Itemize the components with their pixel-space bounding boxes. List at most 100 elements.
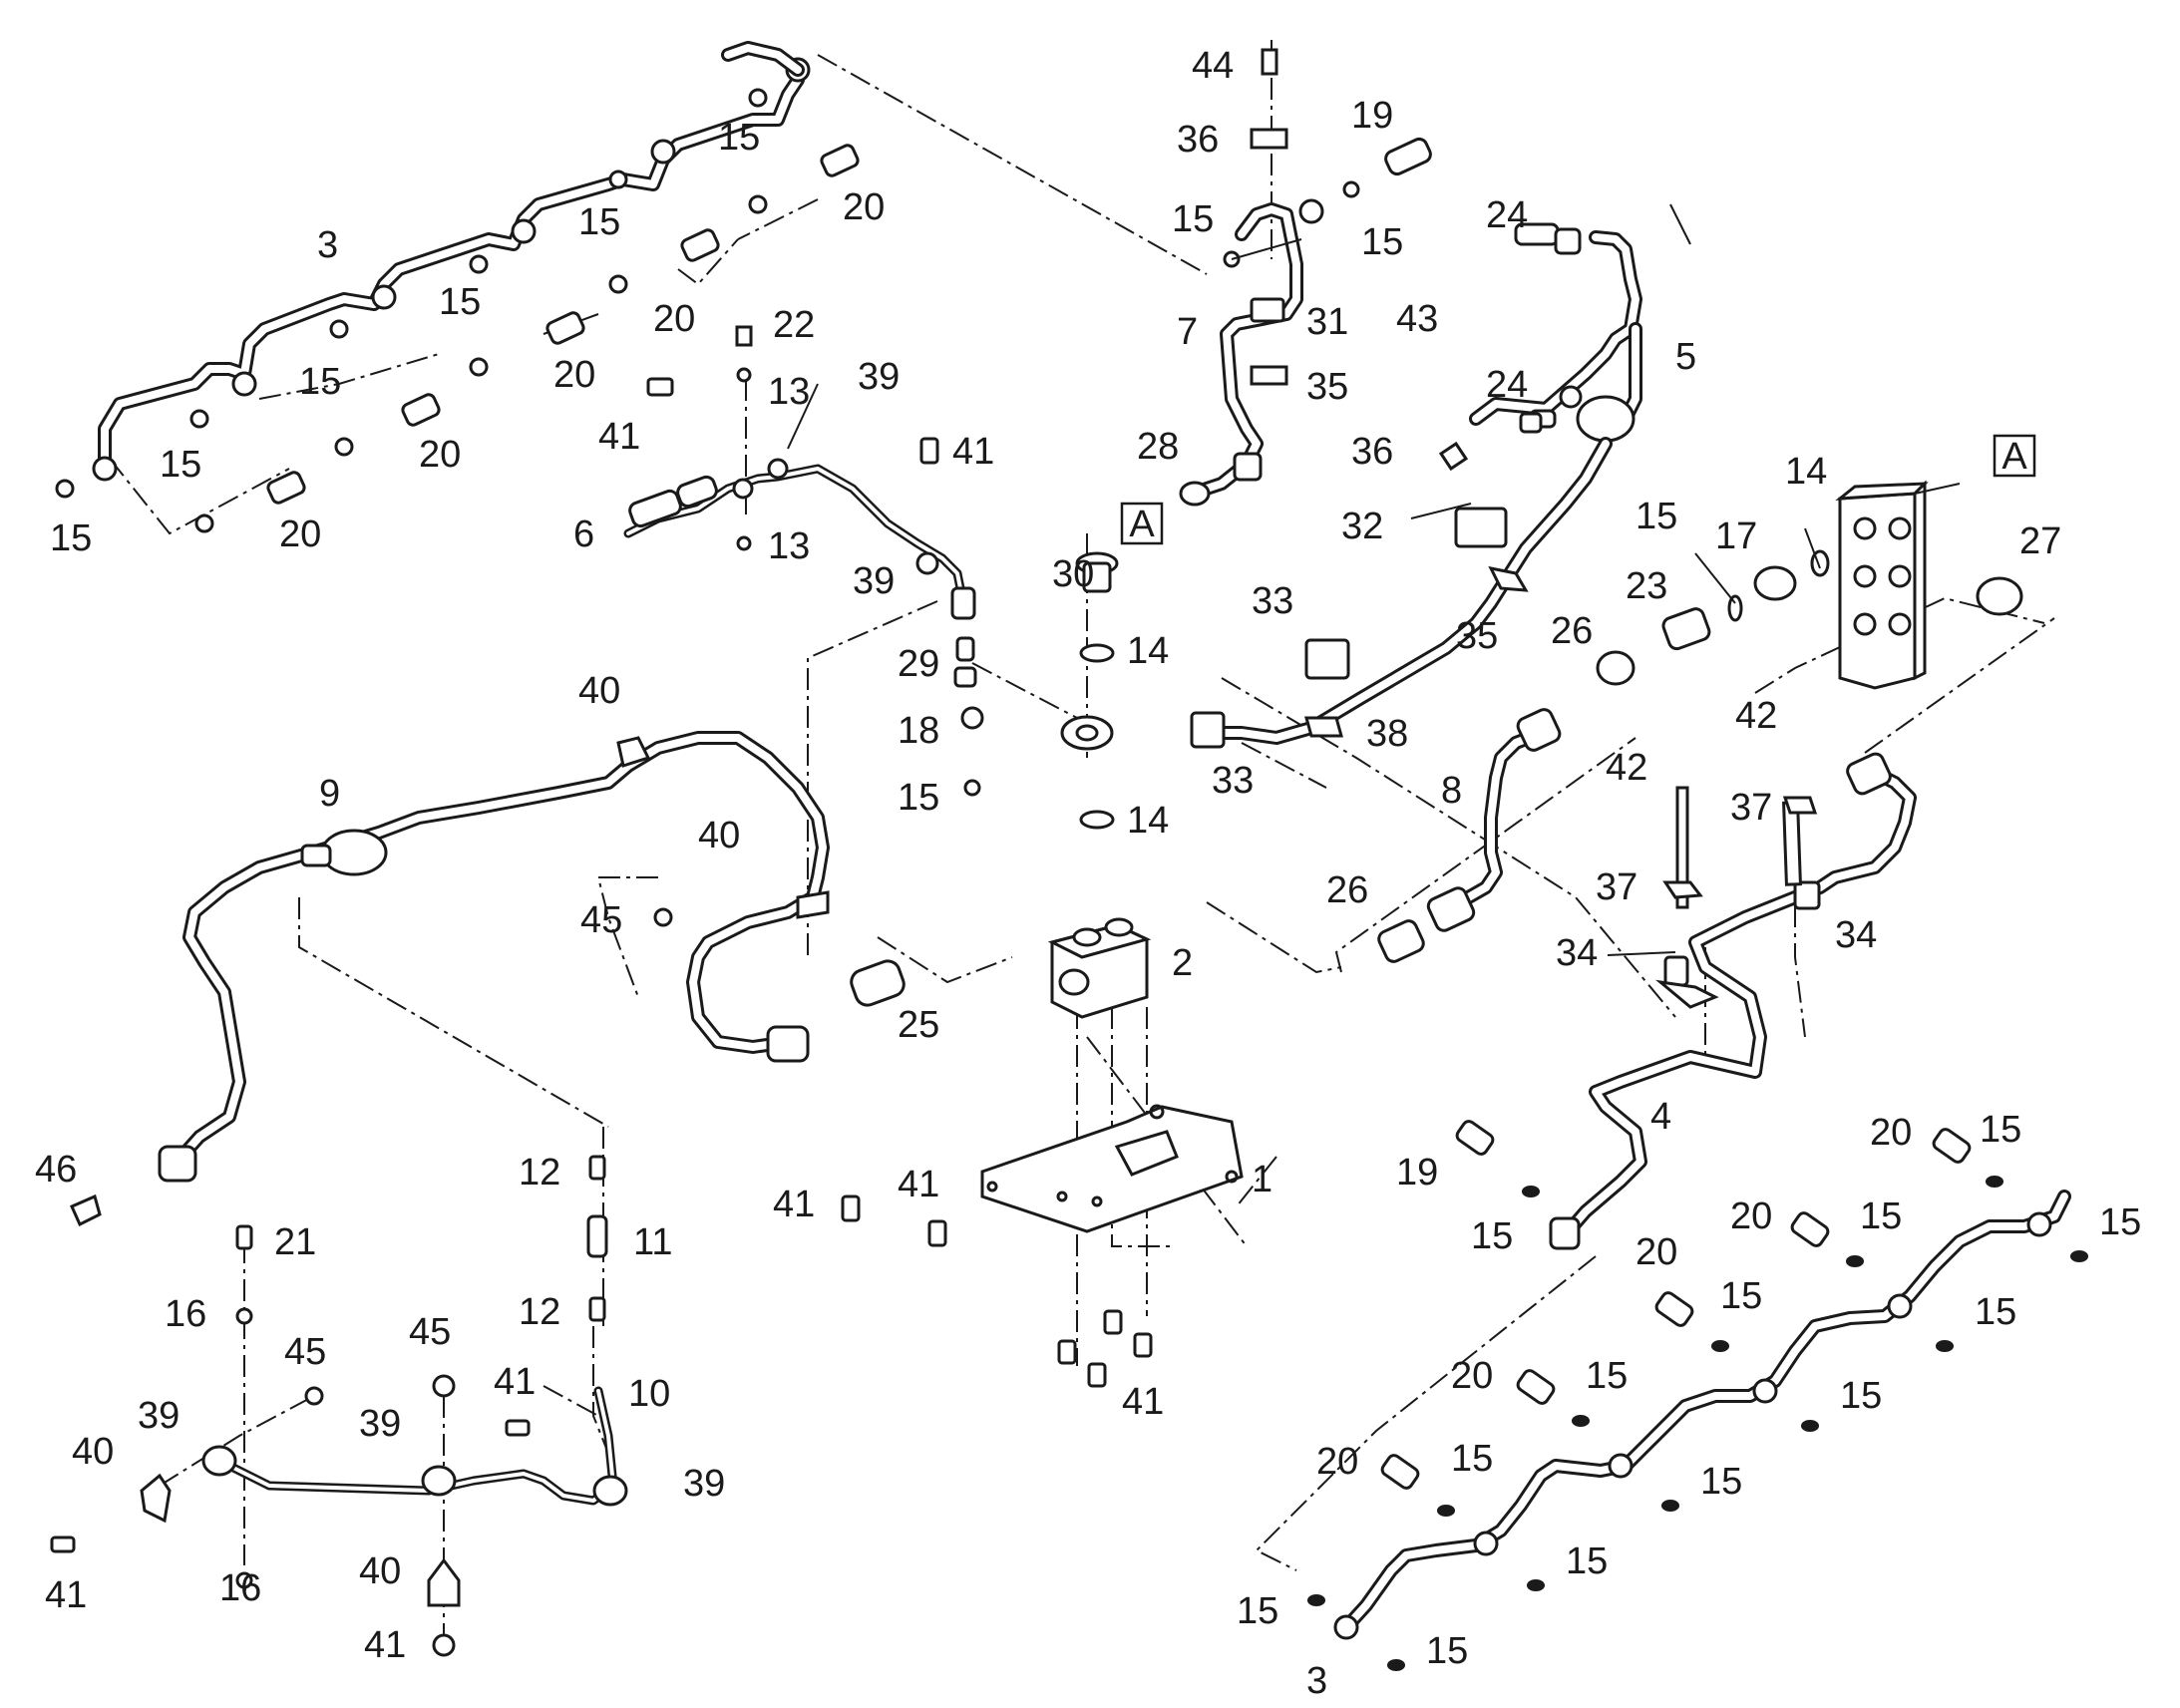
callout-37: 37 (1730, 787, 1772, 829)
callout-20: 20 (843, 186, 885, 228)
callout-20: 20 (1316, 1441, 1358, 1483)
callout-41: 41 (898, 1164, 939, 1205)
callout-30: 30 (1052, 553, 1094, 595)
callout-41: 41 (952, 431, 994, 473)
callout-15: 15 (1237, 1590, 1278, 1632)
callout-6: 6 (573, 513, 594, 555)
distribution-block-27 (1596, 480, 2023, 690)
callout-41: 41 (598, 416, 640, 458)
callout-44: 44 (1192, 45, 1234, 87)
callout-8: 8 (1441, 770, 1462, 812)
banjo-bolt-30 (1075, 551, 1119, 830)
callout-33: 33 (1212, 760, 1254, 802)
callout-15: 15 (299, 361, 341, 403)
callout-26: 26 (1551, 610, 1593, 652)
callout-12: 12 (519, 1152, 560, 1194)
callout-15: 15 (898, 777, 939, 819)
callout-3: 3 (317, 224, 338, 266)
callout-33: 33 (1252, 580, 1293, 622)
callout-45: 45 (580, 899, 622, 941)
callout-3: 3 (1306, 1660, 1327, 1702)
callout-15: 15 (1860, 1196, 1902, 1237)
callout-7: 7 (1177, 311, 1198, 353)
callout-41: 41 (364, 1624, 406, 1666)
callout-41: 41 (494, 1361, 536, 1403)
callout-20: 20 (1870, 1112, 1912, 1154)
fuel-rail-3-lower (1307, 1120, 2088, 1671)
fuel-pipe-8 (1377, 708, 1562, 963)
callout-41: 41 (773, 1184, 815, 1225)
callout-35: 35 (1456, 615, 1498, 657)
callout-46: 46 (35, 1149, 77, 1191)
callout-1: 1 (1252, 1159, 1272, 1200)
callout-39: 39 (858, 356, 900, 398)
callout-24: 24 (1486, 194, 1528, 236)
callout-15: 15 (50, 517, 92, 559)
callout-20: 20 (553, 354, 595, 396)
sealing-washers-15-upper (55, 88, 768, 533)
callout-2: 2 (1172, 942, 1193, 984)
callout-29: 29 (898, 643, 939, 685)
callout-14: 14 (1127, 630, 1169, 672)
callout-21: 21 (274, 1221, 316, 1263)
reference-mark-a-left: A (1120, 502, 1164, 545)
callout-15: 15 (1566, 1540, 1608, 1582)
callout-36: 36 (1351, 431, 1393, 473)
callout-39: 39 (683, 1463, 725, 1505)
callout-15: 15 (1975, 1291, 2016, 1333)
banjo-bolts-20-lower (1380, 1120, 1972, 1490)
callout-43: 43 (1396, 298, 1438, 340)
assembly-leader-lines (109, 40, 2055, 1635)
callout-15: 15 (1586, 1355, 1628, 1397)
callout-45: 45 (409, 1311, 451, 1353)
callout-36: 36 (1177, 119, 1219, 161)
callout-20: 20 (1635, 1231, 1677, 1273)
callout-32: 32 (1341, 506, 1383, 547)
callout-20: 20 (419, 434, 461, 476)
callout-40: 40 (359, 1550, 401, 1592)
callout-45: 45 (284, 1331, 326, 1373)
callout-19: 19 (1396, 1152, 1438, 1194)
callout-20: 20 (279, 513, 321, 555)
callout-20: 20 (1730, 1196, 1772, 1237)
callout-15: 15 (1980, 1109, 2021, 1151)
callout-16: 16 (165, 1293, 206, 1335)
callout-14: 14 (1785, 451, 1827, 493)
callout-39: 39 (853, 560, 895, 602)
callout-12: 12 (519, 1291, 560, 1333)
fuel-line-10-assembly (50, 1155, 628, 1657)
callout-20: 20 (653, 298, 695, 340)
callout-15: 15 (1361, 221, 1403, 263)
callout-34: 34 (1835, 914, 1877, 956)
callout-42: 42 (1735, 695, 1777, 737)
callout-5: 5 (1675, 336, 1696, 378)
callout-labels: 44 36 19 15 15 24 7 31 43 5 35 24 28 36 … (35, 45, 2141, 1702)
callout-37: 37 (1596, 866, 1637, 908)
callout-4: 4 (1650, 1096, 1671, 1138)
callout-42: 42 (1606, 747, 1647, 789)
callout-15: 15 (1635, 496, 1677, 537)
fuel-pipe-4 (1549, 752, 1917, 1250)
junction-block-2 (1047, 917, 1152, 1019)
callout-15: 15 (1720, 1275, 1762, 1317)
callout-13: 13 (768, 371, 810, 413)
reference-mark-a-right: A (1993, 434, 2036, 478)
ref-mark-label: A (2001, 436, 2027, 478)
callout-19: 19 (1351, 95, 1393, 137)
callout-25: 25 (898, 1004, 939, 1046)
callout-40: 40 (698, 815, 740, 856)
fuel-pipe-33 (1060, 437, 1613, 751)
callout-27: 27 (2019, 520, 2061, 562)
callout-23: 23 (1626, 565, 1667, 607)
callout-41: 41 (1122, 1381, 1164, 1423)
banjo-bolts-20-upper (266, 144, 860, 505)
fuel-pipe-9 (70, 731, 906, 1227)
fuel-pipe-7 (1179, 48, 1432, 507)
callout-15: 15 (2099, 1201, 2141, 1243)
bracket-bolts-41 (841, 1195, 1153, 1388)
callout-38: 38 (1366, 713, 1408, 755)
callout-17: 17 (1715, 515, 1757, 557)
callout-35: 35 (1306, 366, 1348, 408)
fuel-pipe-5 (1469, 222, 1642, 443)
